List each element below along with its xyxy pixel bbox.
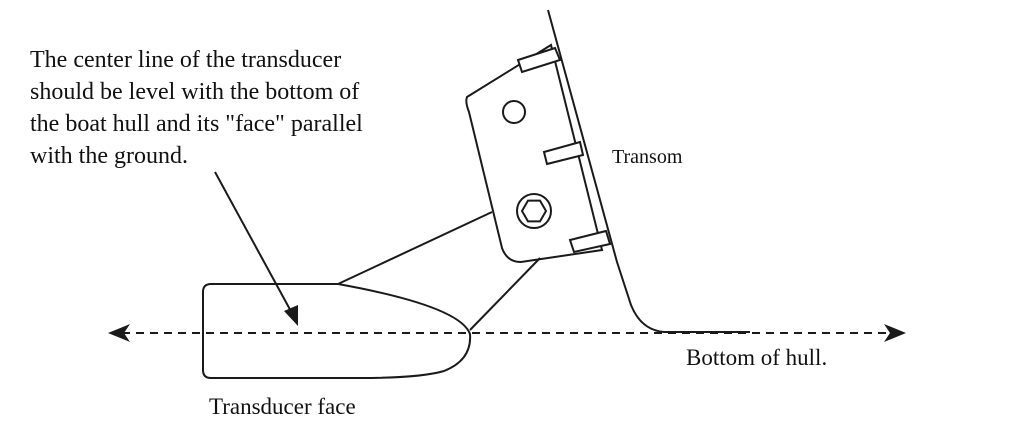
mounting-bracket	[465, 43, 604, 264]
instruction-line: the boat hull and its "face" parallel	[30, 111, 363, 137]
bracket-tab-bottom	[568, 229, 612, 254]
right-arrowhead-icon	[884, 324, 906, 342]
bracket-arm-upper	[337, 211, 493, 285]
instruction-text: The center line of the transducer should…	[30, 44, 450, 172]
mounting-hole-icon	[502, 100, 526, 124]
callout-arrowhead-icon	[284, 305, 298, 326]
transducer-face-label: Transducer face	[209, 394, 356, 419]
transom-hull-outline	[547, 9, 750, 333]
instruction-line: should be level with the bottom of	[30, 79, 360, 105]
bottom-of-hull-label: Bottom of hull.	[686, 345, 828, 370]
left-arrowhead-icon	[108, 324, 130, 342]
hex-bolt-head-icon	[520, 199, 548, 223]
bracket-tab-middle	[542, 140, 585, 166]
bracket-tabs	[516, 46, 612, 254]
bracket-tab-top	[516, 46, 562, 74]
bracket-arm-lower	[469, 257, 541, 331]
transom-label: Transom	[612, 146, 683, 168]
transducer-body	[202, 283, 472, 379]
callout-arrow-line	[214, 171, 294, 316]
instruction-line: The center line of the transducer	[30, 47, 342, 73]
instruction-line: with the ground.	[30, 143, 188, 169]
